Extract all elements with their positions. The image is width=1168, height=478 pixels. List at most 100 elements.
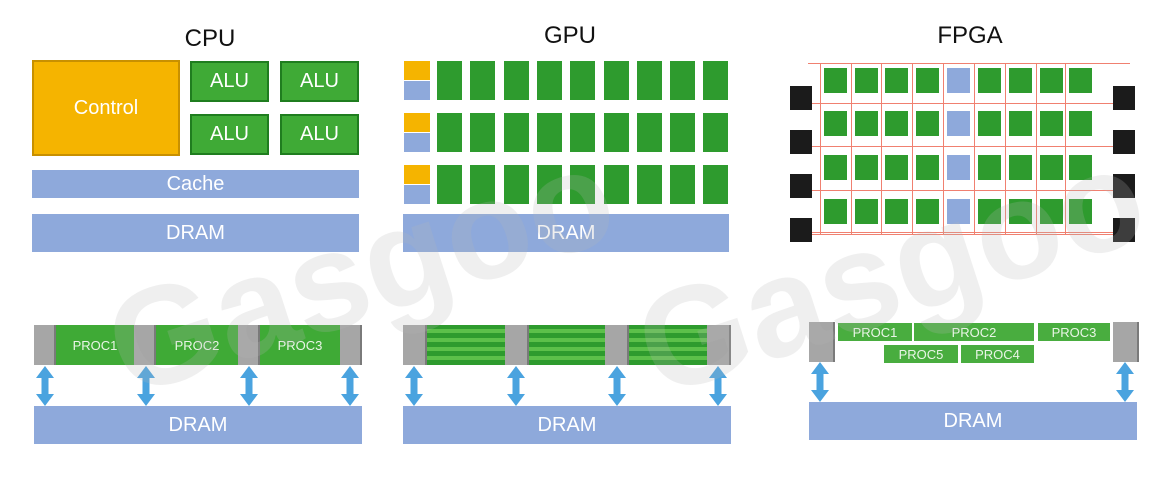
proc-block: PROC4	[960, 344, 1035, 364]
lane-stripe	[629, 338, 707, 342]
gpu-core	[603, 165, 629, 204]
gpu-control-cell	[404, 165, 430, 184]
double-arrow-icon	[507, 366, 525, 406]
gpu-core	[470, 113, 496, 152]
logic-block	[1069, 111, 1092, 136]
logic-block	[1040, 68, 1063, 93]
logic-block	[978, 199, 1001, 224]
gpu-core	[670, 165, 696, 204]
gpu-core	[570, 165, 596, 204]
alu-block: ALU	[190, 61, 269, 102]
control-block: Control	[32, 60, 180, 156]
logic-block	[1009, 68, 1032, 93]
logic-block	[855, 199, 878, 224]
logic-block	[978, 155, 1001, 180]
interconnect-line	[1065, 63, 1066, 235]
proc-block: PROC5	[883, 344, 959, 364]
proc-block: PROC1	[837, 322, 913, 342]
gpu-cache-cell	[404, 81, 430, 100]
gpu-cache-cell	[404, 185, 430, 204]
alu-block: ALU	[280, 61, 359, 102]
fpga-title: FPGA	[937, 22, 1003, 49]
proc-block: PROC3	[260, 325, 340, 365]
memory-controller	[605, 325, 629, 365]
interconnect-line	[808, 232, 1130, 233]
logic-block	[824, 199, 847, 224]
gpu-core	[603, 61, 629, 100]
memory-block	[947, 68, 970, 93]
logic-block	[824, 111, 847, 136]
proc-block: PROC3	[1037, 322, 1111, 342]
memory-controller	[403, 325, 427, 365]
io-block	[1113, 174, 1135, 198]
double-arrow-icon	[36, 366, 54, 406]
interconnect-line	[820, 63, 821, 235]
double-arrow-icon	[608, 366, 626, 406]
memory-controller	[809, 322, 835, 362]
gpu-core	[670, 113, 696, 152]
logic-block	[1040, 199, 1063, 224]
logic-block	[824, 155, 847, 180]
lane-stripe	[529, 329, 605, 333]
interconnect-line	[808, 146, 1130, 147]
gpu-core	[636, 61, 662, 100]
memory-controller	[238, 325, 260, 365]
gpu-bottom-dram-bar: DRAM	[403, 406, 731, 444]
interconnect-line	[943, 63, 944, 235]
gpu-core	[670, 61, 696, 100]
io-block	[790, 86, 812, 110]
cpu-bottom-dram-bar: DRAM	[34, 406, 362, 444]
logic-block	[978, 111, 1001, 136]
memory-controller	[134, 325, 156, 365]
lane-stripe	[529, 356, 605, 360]
interconnect-line	[851, 63, 852, 235]
gpu-core	[570, 113, 596, 152]
logic-block	[916, 155, 939, 180]
logic-block	[885, 199, 908, 224]
double-arrow-icon	[137, 366, 155, 406]
interconnect-line	[1036, 63, 1037, 235]
logic-block	[1040, 155, 1063, 180]
double-arrow-icon	[709, 366, 727, 406]
alu-block: ALU	[190, 114, 269, 155]
io-block	[1113, 130, 1135, 154]
io-block	[1113, 218, 1135, 242]
memory-block	[947, 111, 970, 136]
gpu-core	[636, 113, 662, 152]
lane-stripe	[427, 329, 505, 333]
memory-controller	[34, 325, 56, 365]
double-arrow-icon	[341, 366, 359, 406]
logic-block	[1009, 111, 1032, 136]
interconnect-line	[808, 190, 1130, 191]
lane-stripe	[629, 347, 707, 351]
lane-stripe	[629, 356, 707, 360]
logic-block	[885, 155, 908, 180]
gpu-core	[503, 61, 529, 100]
logic-block	[1009, 199, 1032, 224]
gpu-core	[503, 165, 529, 204]
lane-stripe	[629, 329, 707, 333]
double-arrow-icon	[240, 366, 258, 406]
cpu-title: CPU	[184, 25, 236, 52]
gpu-core	[503, 113, 529, 152]
alu-block: ALU	[280, 114, 359, 155]
logic-block	[1040, 111, 1063, 136]
logic-block	[1069, 68, 1092, 93]
lane-stripe	[427, 356, 505, 360]
gpu-core	[470, 61, 496, 100]
logic-block	[916, 68, 939, 93]
logic-block	[1069, 155, 1092, 180]
proc-block: PROC1	[56, 325, 134, 365]
lane-stripe	[427, 347, 505, 351]
memory-block	[947, 199, 970, 224]
gpu-core	[536, 165, 562, 204]
gpu-core	[536, 113, 562, 152]
interconnect-line	[808, 234, 1130, 235]
gpu-core	[603, 113, 629, 152]
interconnect-line	[808, 103, 1130, 104]
logic-block	[885, 111, 908, 136]
gpu-control-cell	[404, 61, 430, 80]
gpu-core	[437, 113, 462, 152]
logic-block	[1009, 155, 1032, 180]
